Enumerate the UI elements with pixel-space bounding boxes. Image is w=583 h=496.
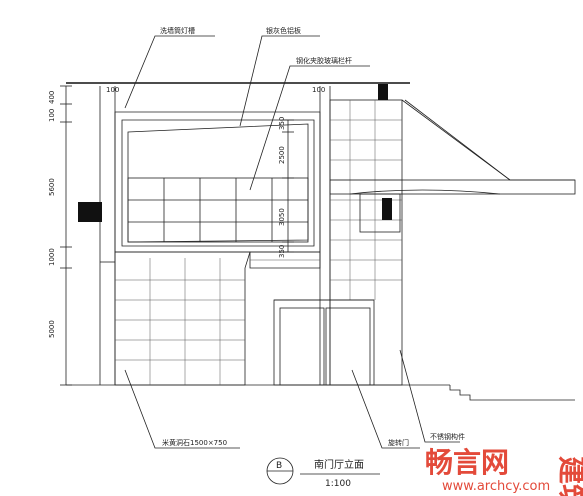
leader-aluminum — [239, 35, 320, 127]
leader-stainless — [399, 349, 460, 443]
glass-railing — [127, 177, 309, 243]
dim-inner-a: 350 — [278, 117, 286, 130]
left-dimension-ticks — [60, 85, 72, 386]
ground-steps — [449, 385, 575, 401]
label-travertine: 米黄洞石1500×750 — [162, 438, 227, 447]
title-block: B 南门厅立面 1:100 — [266, 457, 380, 489]
dim-inner-c: 3050 — [278, 208, 286, 226]
label-glass: 钢化夹胶玻璃栏杆 — [296, 56, 352, 65]
dim-left-d: 1000 — [48, 248, 56, 266]
leader-glass — [249, 65, 370, 191]
panel-frame-inner — [121, 119, 315, 247]
dim-top-left-1: 100 — [106, 86, 119, 94]
marker-letter: B — [276, 461, 282, 471]
dim-left-e: 5000 — [48, 320, 56, 338]
pillar-dark-band — [78, 202, 102, 222]
dim-inner-b: 2500 — [278, 146, 286, 164]
label-door: 旋转门 — [388, 438, 409, 447]
revolving-door — [273, 299, 375, 386]
lower-band — [249, 251, 321, 269]
watermark-name: 畅言网 — [425, 446, 509, 479]
leader-light-trough — [124, 35, 215, 109]
panel-frame-outer — [114, 111, 321, 253]
canopy — [329, 99, 576, 233]
drawing-title: 南门厅立面 — [314, 458, 364, 471]
dim-left-b: 100 — [48, 109, 56, 122]
dim-top-left-2: 100 — [312, 86, 325, 94]
inner-dimension-ticks — [282, 119, 294, 253]
label-light-trough: 洗墙筒灯槽 — [160, 26, 195, 35]
watermark: 畅言网 建筑 www.archcy.com — [425, 446, 583, 496]
dim-left-c: 5600 — [48, 178, 56, 196]
leader-travertine — [124, 369, 240, 449]
leader-door — [351, 369, 420, 449]
dim-left-a: 400 — [48, 91, 56, 104]
watermark-url: www.archcy.com — [442, 479, 550, 494]
dim-inner-d: 350 — [278, 245, 286, 258]
right-tiled-wall — [329, 84, 403, 386]
drawing-scale: 1:100 — [325, 479, 351, 489]
label-stainless: 不锈钢构件 — [430, 432, 465, 441]
label-aluminum: 银灰色铝板 — [266, 26, 301, 35]
travertine-wall — [114, 251, 251, 386]
watermark-side: 建筑 — [555, 456, 583, 496]
